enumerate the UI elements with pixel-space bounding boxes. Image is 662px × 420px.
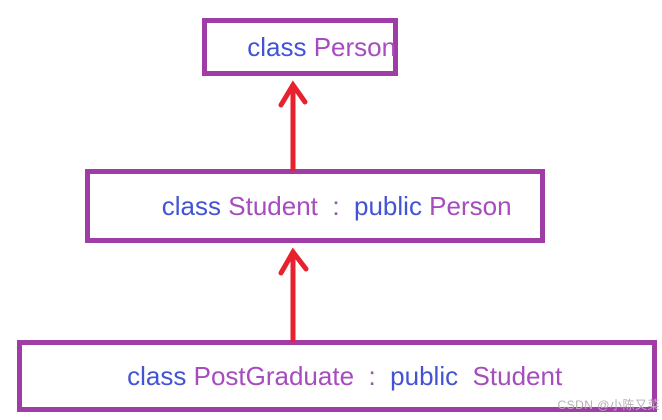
type-person-base: Person xyxy=(421,191,512,221)
type-student: Student xyxy=(228,191,318,221)
keyword-class: class xyxy=(247,32,314,62)
colon-separator: : xyxy=(317,191,355,221)
class-person-declaration: class Person xyxy=(204,8,396,86)
class-person-box: class Person xyxy=(202,18,398,76)
keyword-public: public xyxy=(354,191,422,221)
colon-separator: : xyxy=(354,361,391,391)
csdn-watermark: CSDN @小陈又菜 xyxy=(557,398,660,412)
type-student-base: Student xyxy=(458,361,563,391)
arrow-postgraduate-to-student-icon xyxy=(278,247,309,343)
keyword-class: class xyxy=(127,361,194,391)
class-student-box: class Student : public Person xyxy=(85,169,545,243)
type-person: Person xyxy=(313,32,397,62)
class-student-declaration: class Student : public Person xyxy=(118,167,512,245)
class-postgraduate-box: class PostGraduate : public Student xyxy=(17,340,657,412)
arrow-student-to-person-icon xyxy=(278,80,308,172)
type-postgraduate: PostGraduate xyxy=(193,361,355,391)
keyword-class: class xyxy=(161,191,229,221)
class-postgraduate-declaration: class PostGraduate : public Student xyxy=(84,337,562,415)
keyword-public: public xyxy=(390,361,459,391)
